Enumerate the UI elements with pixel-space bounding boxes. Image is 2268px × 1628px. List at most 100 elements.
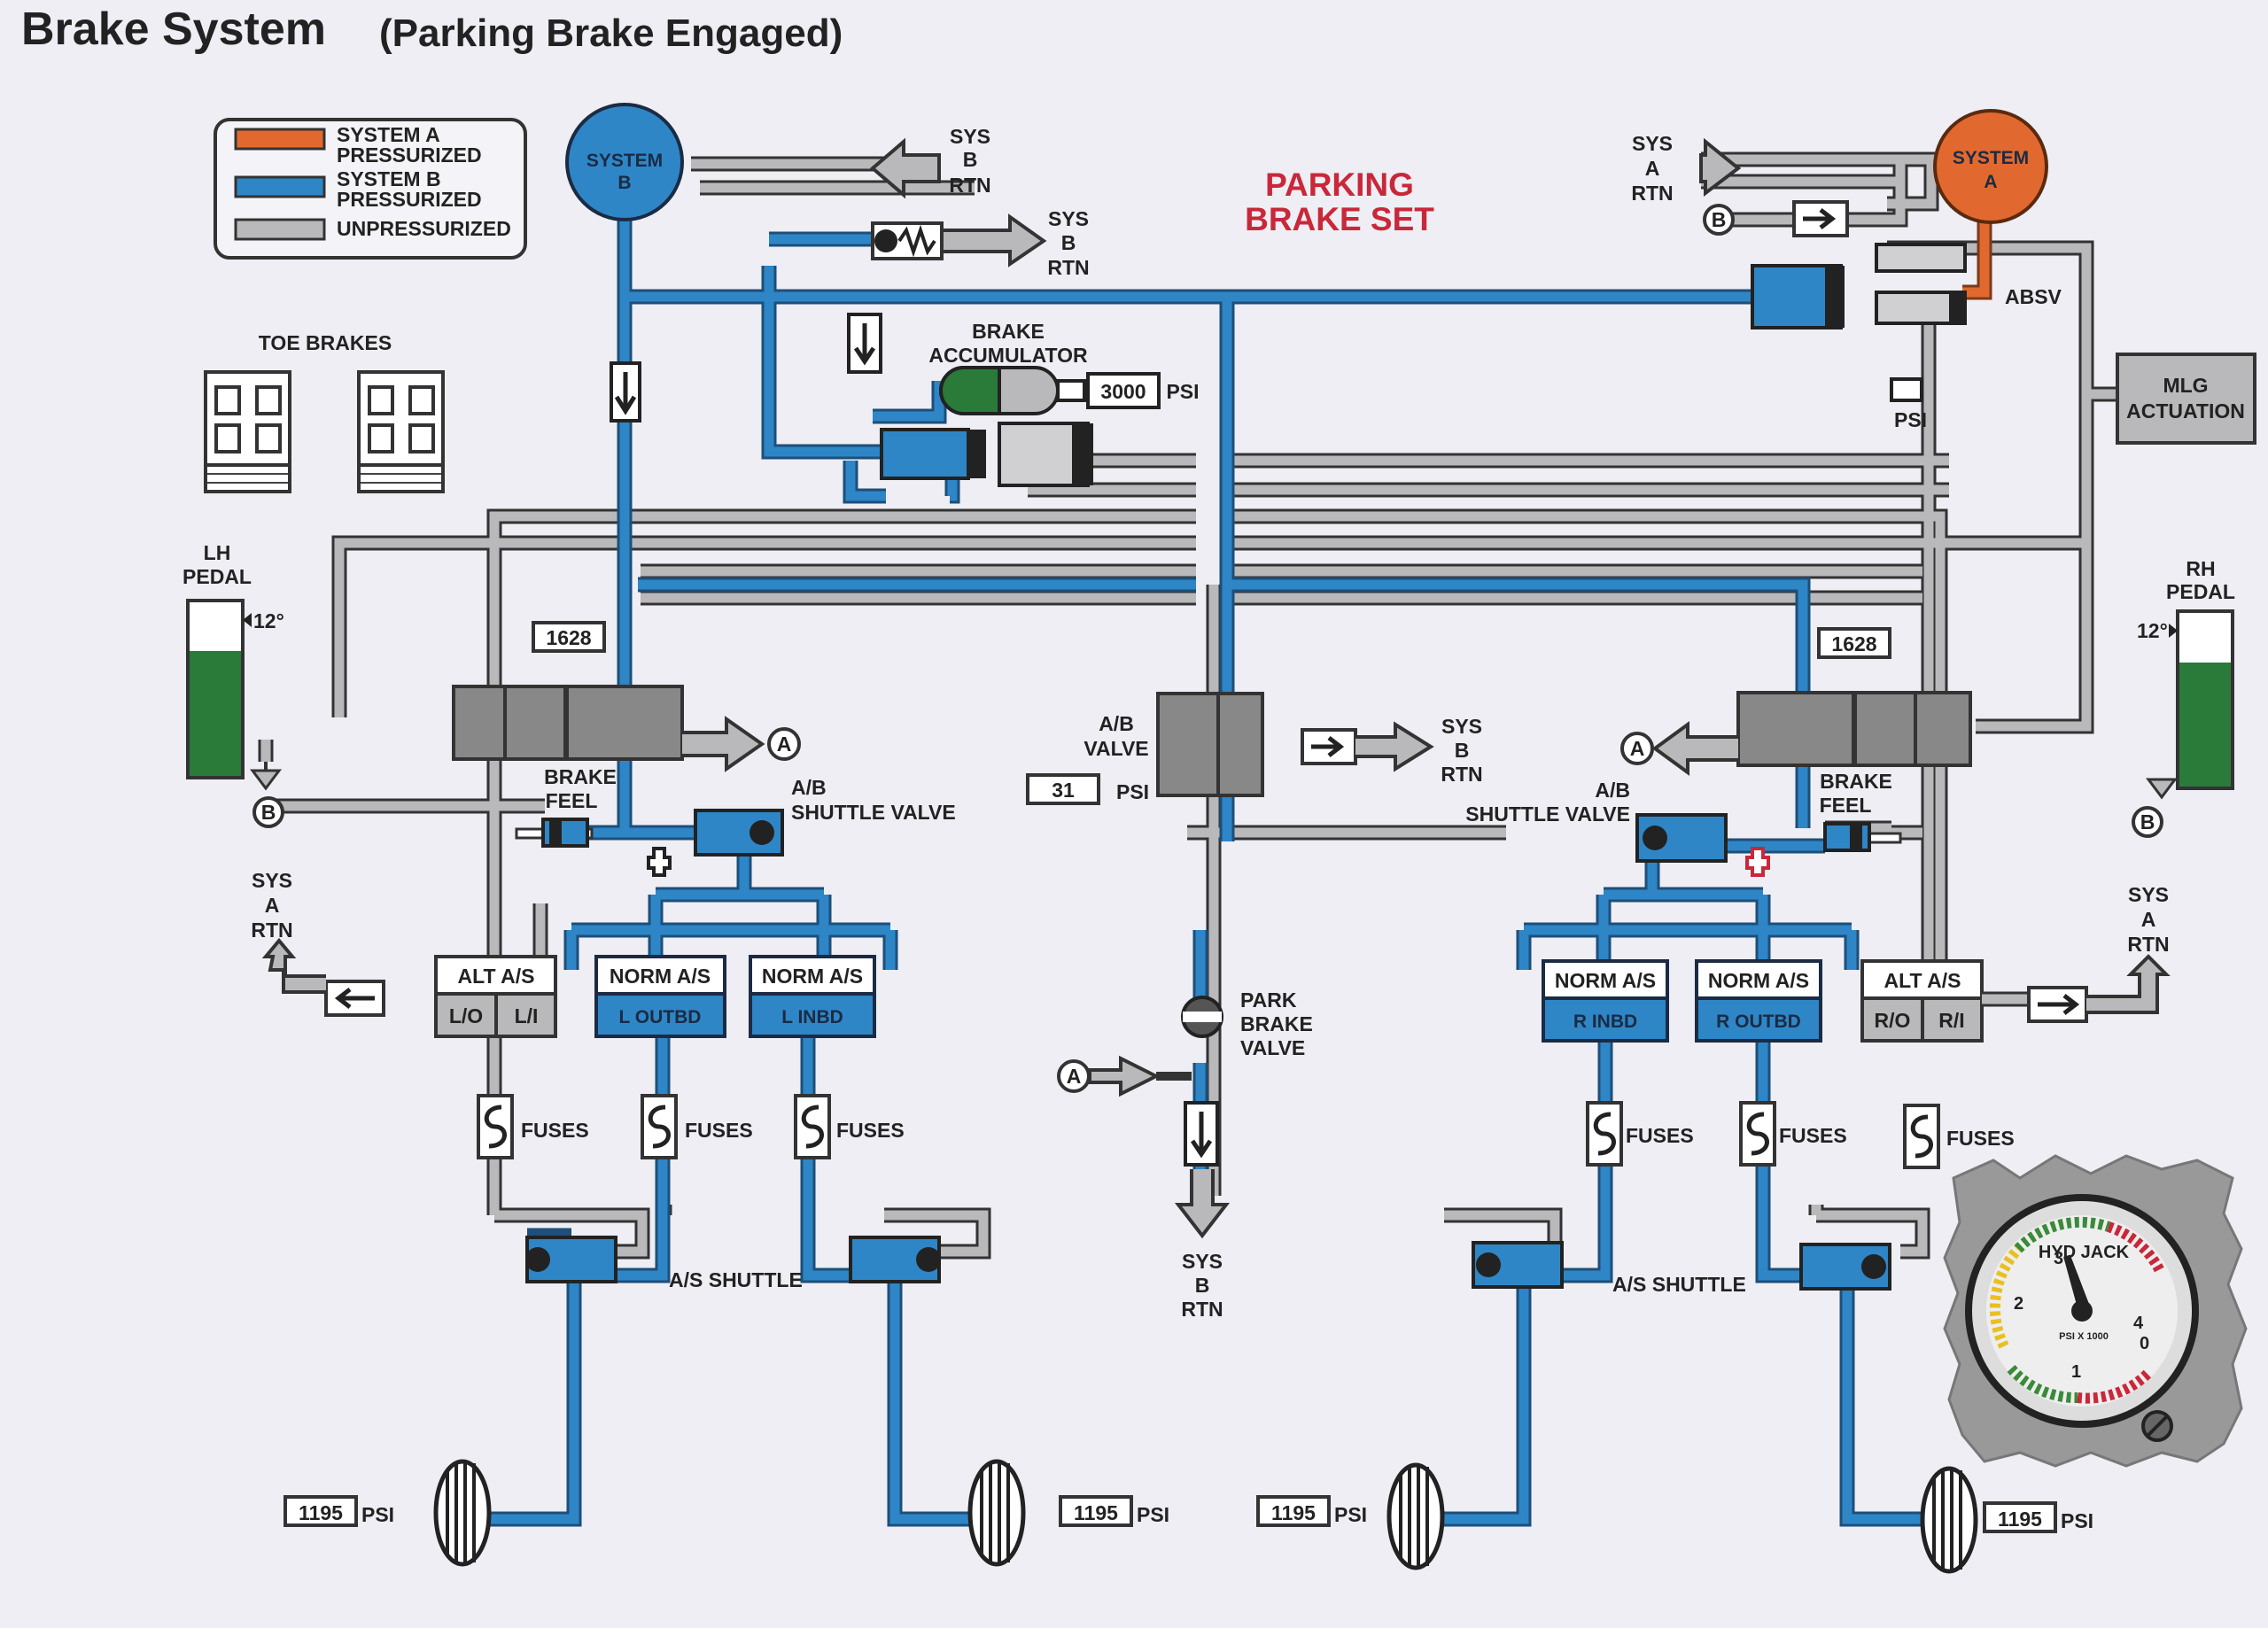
r-inbd-norm-label: NORM A/S (1555, 969, 1656, 992)
left-brake-feel-line2: FEEL (546, 789, 598, 812)
l-inbd-label: L INBD (781, 1007, 843, 1027)
sys-b-rtn-park-line3: RTN (1181, 1298, 1223, 1321)
rh-pedal-line2: PEDAL (2166, 580, 2235, 603)
sys-b-rtn-park-line2: B (1195, 1274, 1210, 1297)
sys-a-rtn-left-line3: RTN (251, 919, 292, 942)
fuse-r-outbd: FUSES (1739, 1101, 1847, 1167)
park-brake-valve-line2: BRAKE (1240, 1012, 1313, 1035)
sys-b-rtn-abvalve-line3: RTN (1441, 763, 1482, 786)
gauge-scale-1: 1 (2071, 1362, 2081, 1382)
sys-b-rtn-top-line2: B (963, 148, 978, 171)
left-metering-psi: 1628 (546, 626, 591, 649)
rh-pedal-fluid-level (2179, 663, 2231, 787)
right-ab-shuttle-valve: A/B SHUTTLE VALVE (1465, 779, 1770, 877)
right-brake-feel: BRAKE FEEL (1820, 770, 1902, 852)
hyd-jack-gauge: HYD JACK PSI X 1000 0 1 2 3 4 (1943, 1154, 2248, 1468)
fuse-r-outbd-alt: FUSES (1903, 1104, 2015, 1169)
wheel-brake-2: 1195 PSI (967, 1459, 1169, 1567)
circle-a-park: A (1067, 1065, 1082, 1088)
parking-brake-status-line1: PARKING (1265, 167, 1414, 203)
rh-pedal: RH PEDAL 12° (2137, 557, 2235, 790)
ab-valve-line1: A/B (1099, 712, 1134, 735)
park-brake-valve-line3: VALVE (1240, 1036, 1305, 1059)
ab-valve-line2: VALVE (1084, 737, 1148, 760)
absv: ABSV (1751, 243, 2062, 329)
legend-unpressurized: UNPRESSURIZED (337, 217, 511, 240)
sys-a-rtn-right-line2: A (2141, 908, 2156, 931)
left-alt-as-lo: L/O (449, 1004, 483, 1027)
wheel-3-psi: 1195 (1271, 1501, 1316, 1524)
l-inbd-norm-label: NORM A/S (762, 965, 863, 988)
circle-a-left-meter: A (777, 733, 792, 756)
legend-system-a-line2: PRESSURIZED (337, 143, 482, 167)
parking-brake-shutoff-valve (880, 422, 1093, 487)
l-outbd-label: L OUTBD (619, 1007, 702, 1027)
diagram-title: Brake System (21, 4, 326, 55)
sys-b-rtn-abvalve-line1: SYS (1441, 715, 1482, 738)
wheel-1-psi: 1195 (299, 1501, 343, 1524)
right-alt-as-ro: R/O (1875, 1009, 1911, 1032)
left-ab-shuttle-line2: SHUTTLE VALVE (791, 801, 956, 824)
legend-swatch-unpressurized (234, 218, 326, 241)
wheel-1-psi-unit: PSI (361, 1503, 394, 1526)
ab-valve-psi-unit: PSI (1116, 780, 1149, 803)
system-a-reservoir-line1: SYSTEM (1953, 148, 2029, 168)
norm-antiskid-r-outbd: NORM A/S R OUTBD (1695, 959, 1822, 1043)
lh-pedal-fluid-level (190, 651, 241, 776)
left-brake-feel-line1: BRAKE (544, 765, 617, 788)
sys-b-rtn-arrow-relief: SYS B RTN (871, 207, 1090, 279)
r-inbd-label: R INBD (1573, 1012, 1637, 1032)
fuse-3-label: FUSES (836, 1119, 905, 1142)
sys-a-rtn-right-line1: SYS (2128, 883, 2169, 906)
circle-b-left: B (261, 801, 276, 824)
right-brake-feel-line1: BRAKE (1820, 770, 1892, 793)
left-inbd-as-shuttle (849, 1236, 941, 1283)
wheel-2-psi-unit: PSI (1137, 1503, 1169, 1526)
sys-a-rtn-right-line3: RTN (2127, 933, 2169, 956)
wheel-brake-3: 1195 PSI (1256, 1462, 1445, 1570)
sys-b-rtn-abvalve-line2: B (1455, 739, 1470, 762)
left-ab-shuttle-valve: A/B SHUTTLE VALVE (647, 776, 956, 877)
right-brake-feel-line2: FEEL (1820, 794, 1872, 817)
right-ab-shuttle-alert (1745, 847, 1770, 877)
mlg-actuation-line1: MLG (2163, 374, 2208, 397)
right-ab-shuttle-line1: A/B (1595, 779, 1630, 802)
ab-valve-psi-value: 31 (1052, 779, 1075, 802)
sys-b-rtn-relief-line2: B (1061, 231, 1076, 254)
legend-system-a-line1: SYSTEM A (337, 123, 440, 146)
sys-a-rtn-top-line1: SYS (1632, 132, 1673, 155)
left-ab-shuttle-line1: A/B (791, 776, 827, 799)
parking-brake-status-line2: BRAKE SET (1245, 201, 1434, 237)
mlg-actuation-line2: ACTUATION (2126, 399, 2245, 423)
fuse-l-outbd-alt: FUSES (477, 1094, 589, 1159)
toe-brakes-label: TOE BRAKES (259, 331, 392, 354)
legend-swatch-system-a (234, 128, 326, 151)
sys-b-rtn-relief-line3: RTN (1047, 256, 1089, 279)
wheel-2-psi: 1195 (1074, 1501, 1118, 1524)
right-ab-shuttle-line2: SHUTTLE VALVE (1465, 802, 1630, 826)
circle-a-right-meter: A (1630, 737, 1645, 760)
absv-label: ABSV (2005, 285, 2062, 308)
gauge-scale-4: 4 (2133, 1314, 2144, 1333)
lh-pedal: LH PEDAL 12° (183, 541, 284, 779)
rh-pedal-angle: 12° (2137, 619, 2168, 642)
system-a-reservoir-line2: A (1984, 172, 1997, 192)
right-metering-psi: 1628 (1831, 632, 1876, 655)
sys-b-rtn-park-line1: SYS (1182, 1250, 1223, 1273)
sys-b-rtn-arrow-top: SYS B RTN (869, 125, 991, 199)
park-brake-valve: PARK BRAKE VALVE A SYS B RTN (1057, 988, 1313, 1321)
right-inbd-as-shuttle (1472, 1241, 1564, 1289)
sys-b-rtn-relief-line1: SYS (1048, 207, 1089, 230)
park-brake-valve-line1: PARK (1240, 988, 1297, 1012)
pedal-return-left: B (250, 762, 284, 828)
svg-text:3000: 3000 (1100, 380, 1146, 403)
wheel-brake-1: 1195 PSI (284, 1459, 492, 1567)
norm-antiskid-l-inbd: NORM A/S L INBD (749, 955, 876, 1038)
norm-antiskid-r-inbd: NORM A/S R INBD (1542, 959, 1669, 1043)
right-alt-antiskid-valve: ALT A/S R/O R/I SYS A RTN (1860, 883, 2171, 1043)
sys-b-rtn-top-line3: RTN (949, 174, 990, 197)
left-as-shuttle-label: A/S SHUTTLE (669, 1268, 803, 1291)
wheel-3-psi-unit: PSI (1334, 1503, 1367, 1526)
pedal-return-right: B (2132, 778, 2178, 838)
